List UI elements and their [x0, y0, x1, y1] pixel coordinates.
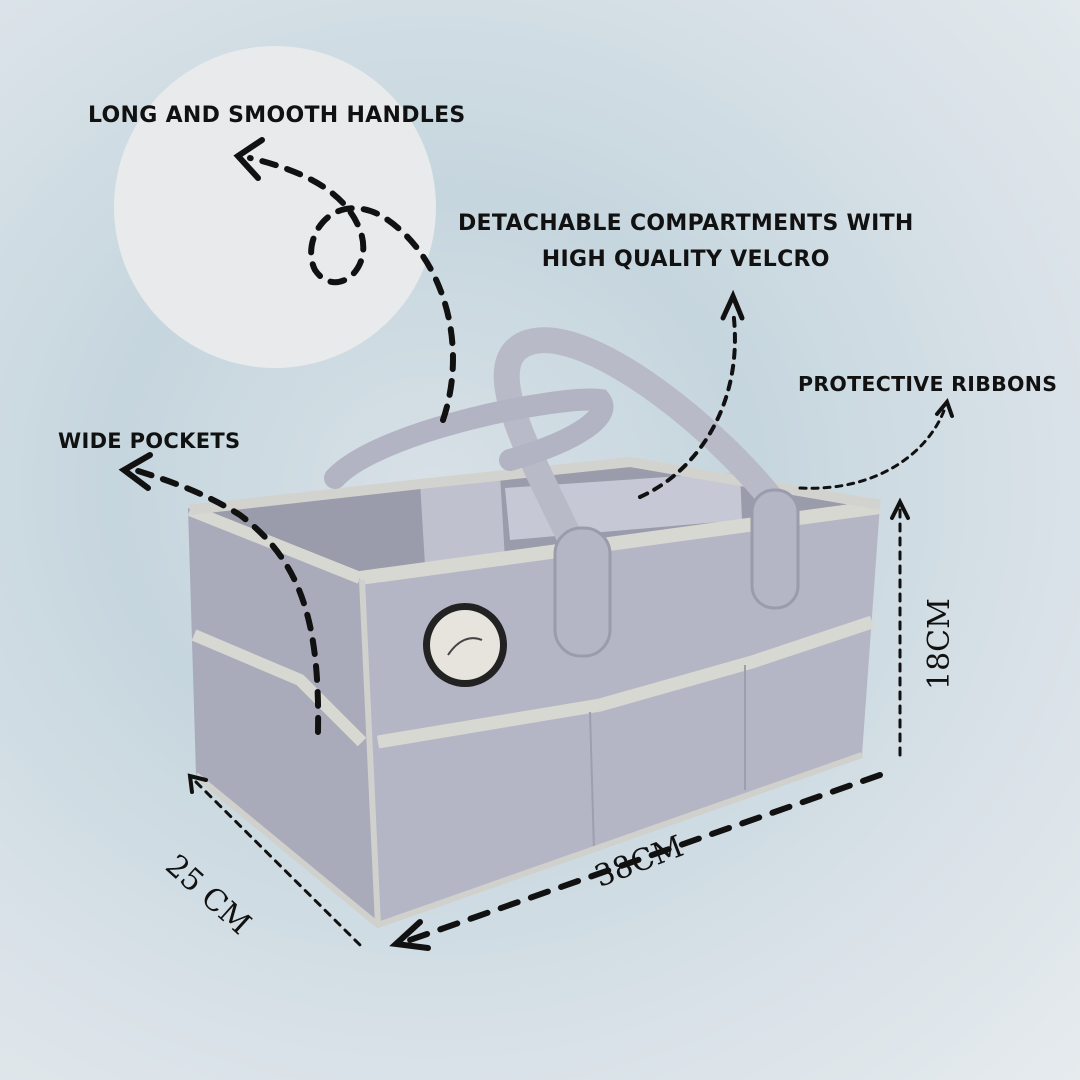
pocket-trim-front	[376, 615, 875, 749]
highlight-circle	[114, 46, 436, 368]
divider-left	[420, 474, 505, 565]
dashed-arrow-icon	[118, 137, 954, 951]
callout-compartments: DETACHABLE COMPARTMENTS WITH HIGH QUALIT…	[458, 206, 914, 278]
callout-compartments-line1: DETACHABLE COMPARTMENTS WITH	[458, 211, 914, 236]
pocket-trim-left	[191, 629, 367, 747]
callout-pockets: WIDE POCKETS	[58, 429, 241, 453]
basket	[187, 327, 881, 929]
callout-ribbons: PROTECTIVE RIBBONS	[798, 372, 1058, 396]
callout-handles: LONG AND SMOOTH HANDLES	[88, 103, 466, 128]
callout-compartments-line2: HIGH QUALITY VELCRO	[541, 247, 830, 272]
handle-back	[324, 388, 614, 489]
dimension-height: 18CM	[922, 598, 957, 690]
bottom-edge	[194, 752, 863, 929]
corner-edge	[359, 579, 381, 926]
pocket-seam	[589, 711, 595, 851]
handle-tab	[553, 526, 612, 658]
brand-badge-icon	[423, 603, 507, 687]
handle-tab	[750, 488, 800, 610]
basket-front-panel	[360, 505, 880, 925]
basket-left-side	[188, 508, 378, 925]
